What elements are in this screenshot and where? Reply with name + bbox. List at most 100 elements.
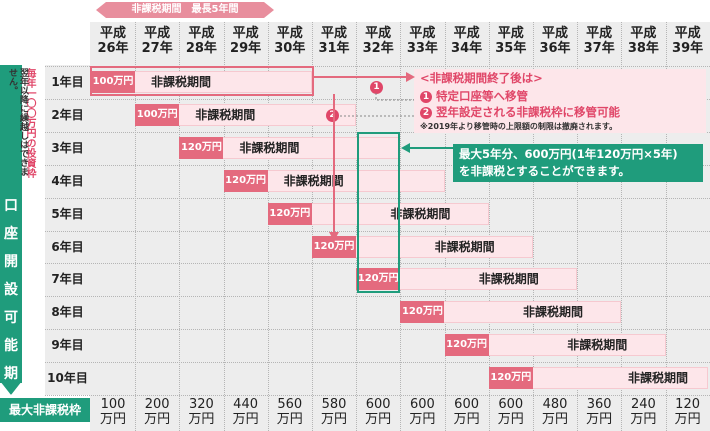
period-label: 非課税期間 xyxy=(628,371,689,386)
year-era: 平成 xyxy=(365,26,392,41)
limit-amount: 600 xyxy=(498,397,524,412)
year-era: 平成 xyxy=(232,26,259,41)
year-era: 平成 xyxy=(144,26,171,41)
limit-unit: 万円 xyxy=(497,412,524,427)
year-era: 平成 xyxy=(188,26,215,41)
arrowhead-icon xyxy=(401,143,410,153)
callout-line-1: 最大5年分、600万円(1年120万円×5年) xyxy=(459,147,678,161)
grid-row-line xyxy=(45,395,710,396)
arrowhead-icon xyxy=(329,232,339,241)
grid-row-line xyxy=(45,329,710,331)
grid-column-line xyxy=(577,22,579,431)
year-era: 平成 xyxy=(409,26,436,41)
grid-column-line xyxy=(179,22,181,431)
carryover-note: 翌年以降に繰越しはできません。 xyxy=(7,68,28,176)
year-era: 平成 xyxy=(276,26,303,41)
grid-column-line xyxy=(312,22,313,431)
year-era: 平成 xyxy=(586,26,613,41)
row-label-column xyxy=(45,65,90,395)
year-era: 平成 xyxy=(541,26,568,41)
after-period-callout xyxy=(414,69,706,133)
investment-amount-cell: 120万円 xyxy=(223,169,268,192)
limit-unit: 万円 xyxy=(365,412,392,427)
grid-column-line xyxy=(665,22,667,431)
period-label: 非課税期間 xyxy=(239,140,300,155)
limit-unit: 万円 xyxy=(188,412,215,427)
investment-amount-cell: 120万円 xyxy=(400,301,445,324)
year-number: 37年 xyxy=(583,41,615,56)
grid-row-line xyxy=(45,263,710,265)
limit-amount: 320 xyxy=(188,397,214,412)
max-limit-label: 最大非課税枠 xyxy=(0,398,90,422)
limit-unit: 万円 xyxy=(409,412,436,427)
row-label: 4年目 xyxy=(51,173,84,188)
year-number: 36年 xyxy=(539,41,571,56)
limit-unit: 万円 xyxy=(630,412,657,427)
year-number: 38年 xyxy=(627,41,659,56)
investment-amount-cell: 120万円 xyxy=(267,202,312,225)
account-period-char: 期 xyxy=(4,366,18,382)
row-label: 1年目 xyxy=(51,75,84,89)
limit-unit: 万円 xyxy=(144,412,171,427)
period-label: 非課税期間 xyxy=(195,107,256,122)
grid-row-line xyxy=(45,197,710,199)
year-number: 34年 xyxy=(451,41,483,56)
year-number: 27年 xyxy=(141,41,173,56)
account-period-band xyxy=(0,65,22,383)
investment-amount-cell: 120万円 xyxy=(179,136,224,159)
grid-column-line xyxy=(400,22,402,431)
row-label: 6年目 xyxy=(51,239,84,254)
grid-row-line xyxy=(45,98,710,100)
row-label: 5年目 xyxy=(51,206,84,221)
limit-unit: 万円 xyxy=(232,412,259,427)
grid-row-line xyxy=(45,296,710,298)
grid-row-line xyxy=(45,66,710,67)
row-label: 7年目 xyxy=(51,272,84,287)
arrowhead-icon xyxy=(406,72,415,82)
account-period-char: 開 xyxy=(4,254,18,270)
investment-amount-cell: 120万円 xyxy=(312,235,356,258)
limit-unit: 万円 xyxy=(674,412,701,427)
limit-amount: 600 xyxy=(409,397,435,412)
row-label: 3年目 xyxy=(51,140,84,155)
after-period-title: <非課税期間終了後は> xyxy=(420,71,543,85)
number-marker-icon: 1 xyxy=(420,91,432,103)
limit-unit: 万円 xyxy=(586,412,613,427)
route-marker-2: 2 xyxy=(326,109,339,122)
period-label: 非課税期間 xyxy=(151,75,212,89)
grid-row-line xyxy=(45,230,710,232)
year-number: 31年 xyxy=(318,41,350,56)
limit-unit: 万円 xyxy=(453,412,480,427)
limit-amount: 560 xyxy=(277,397,303,412)
grid-column-line xyxy=(488,22,490,431)
row-label: 9年目 xyxy=(51,338,84,353)
limit-unit: 万円 xyxy=(541,412,568,427)
limit-unit: 万円 xyxy=(99,412,126,427)
account-period-char: 能 xyxy=(4,338,18,354)
account-period-char: 設 xyxy=(4,282,18,298)
account-period-char: 可 xyxy=(4,310,18,326)
period-label: 非課税期間 xyxy=(390,206,451,221)
year-number: 32年 xyxy=(362,41,394,56)
after-period-note: ※2019年より移管時の上限額の制限は撤廃されます。 xyxy=(420,122,618,131)
period-banner-arrow xyxy=(96,2,274,18)
year-number: 28年 xyxy=(185,41,217,56)
year-era: 平成 xyxy=(630,26,657,41)
period-banner-text: 非課税期間 最長5年間 xyxy=(131,4,239,15)
year-number: 29年 xyxy=(230,41,262,56)
year-era: 平成 xyxy=(497,26,524,41)
callout-line-2: を非課税とすることができます。 xyxy=(459,164,631,178)
